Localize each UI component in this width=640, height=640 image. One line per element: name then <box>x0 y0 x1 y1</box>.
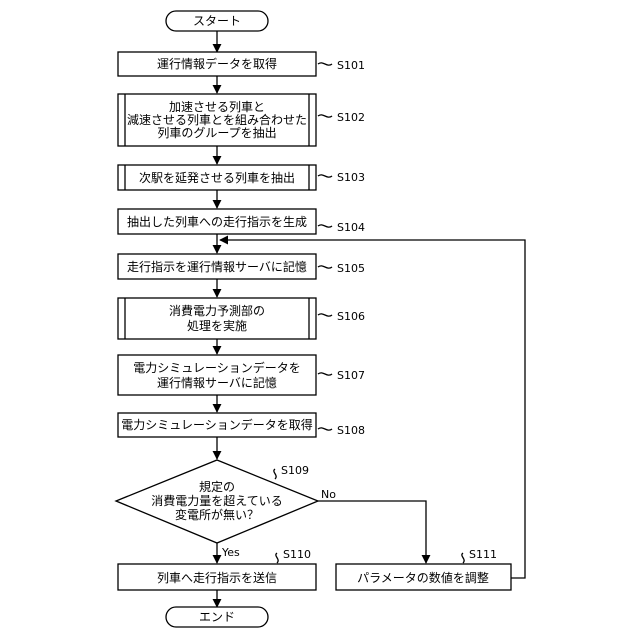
decision-s109-line: 変電所が無い？ <box>175 507 259 522</box>
node-s104-line: 抽出した列車への走行指示を生成 <box>127 214 307 229</box>
step-label-s107: S107 <box>337 369 365 382</box>
step-label-s110: S110 <box>283 548 311 561</box>
node-s107: 電力シミュレーションデータを 運行情報サーバに記憶 <box>118 355 316 395</box>
step-label-s105: S105 <box>337 262 365 275</box>
decision-s109-line: 消費電力量を超えている <box>151 493 282 508</box>
node-s101: 運行情報データを取得 <box>118 52 316 76</box>
node-s106-line: 消費電力予測部の <box>169 303 265 318</box>
node-s102: 加速させる列車と 減速させる列車とを組み合わせた 列車のグループを抽出 <box>118 94 316 146</box>
step-label-s101: S101 <box>337 59 365 72</box>
node-s111: パラメータの数値を調整 <box>336 564 511 590</box>
node-s105-line: 走行指示を運行情報サーバに記憶 <box>127 259 307 274</box>
node-s105: 走行指示を運行情報サーバに記憶 <box>118 254 316 279</box>
node-s108-line: 電力シミュレーションデータを取得 <box>121 417 313 432</box>
node-s103: 次駅を延発させる列車を抽出 <box>118 165 316 190</box>
step-label-s103: S103 <box>337 171 365 184</box>
node-s107-line: 電力シミュレーションデータを <box>133 360 301 375</box>
node-s106: 消費電力予測部の 処理を実施 <box>118 298 316 339</box>
start-terminal: スタート <box>166 11 268 31</box>
node-s104: 抽出した列車への走行指示を生成 <box>118 209 316 234</box>
step-label-s106: S106 <box>337 310 365 323</box>
node-s110: 列車へ走行指示を送信 <box>118 564 316 590</box>
step-label-s108: S108 <box>337 424 365 437</box>
node-s103-line: 次駅を延発させる列車を抽出 <box>139 171 295 185</box>
node-s102-line: 加速させる列車と <box>169 100 265 114</box>
decision-s109-line: 規定の <box>199 479 235 494</box>
end-label: エンド <box>199 610 235 624</box>
node-s108: 電力シミュレーションデータを取得 <box>118 413 316 437</box>
step-label-s104: S104 <box>337 221 365 234</box>
step-label-s111: S111 <box>469 548 497 561</box>
node-s107-line: 運行情報サーバに記憶 <box>157 375 277 390</box>
end-terminal: エンド <box>166 607 268 627</box>
node-s101-line: 運行情報データを取得 <box>157 56 277 71</box>
branch-no-label: No <box>321 488 336 501</box>
node-s110-line: 列車へ走行指示を送信 <box>157 570 277 585</box>
step-label-s109: S109 <box>281 464 309 477</box>
step-label-s102: S102 <box>337 111 365 124</box>
start-label: スタート <box>193 14 241 28</box>
node-s102-line: 減速させる列車とを組み合わせた <box>127 112 307 127</box>
branch-yes-label: Yes <box>221 546 240 559</box>
node-s102-line: 列車のグループを抽出 <box>157 126 276 140</box>
node-s111-line: パラメータの数値を調整 <box>357 570 489 585</box>
node-s106-line: 処理を実施 <box>187 318 247 333</box>
